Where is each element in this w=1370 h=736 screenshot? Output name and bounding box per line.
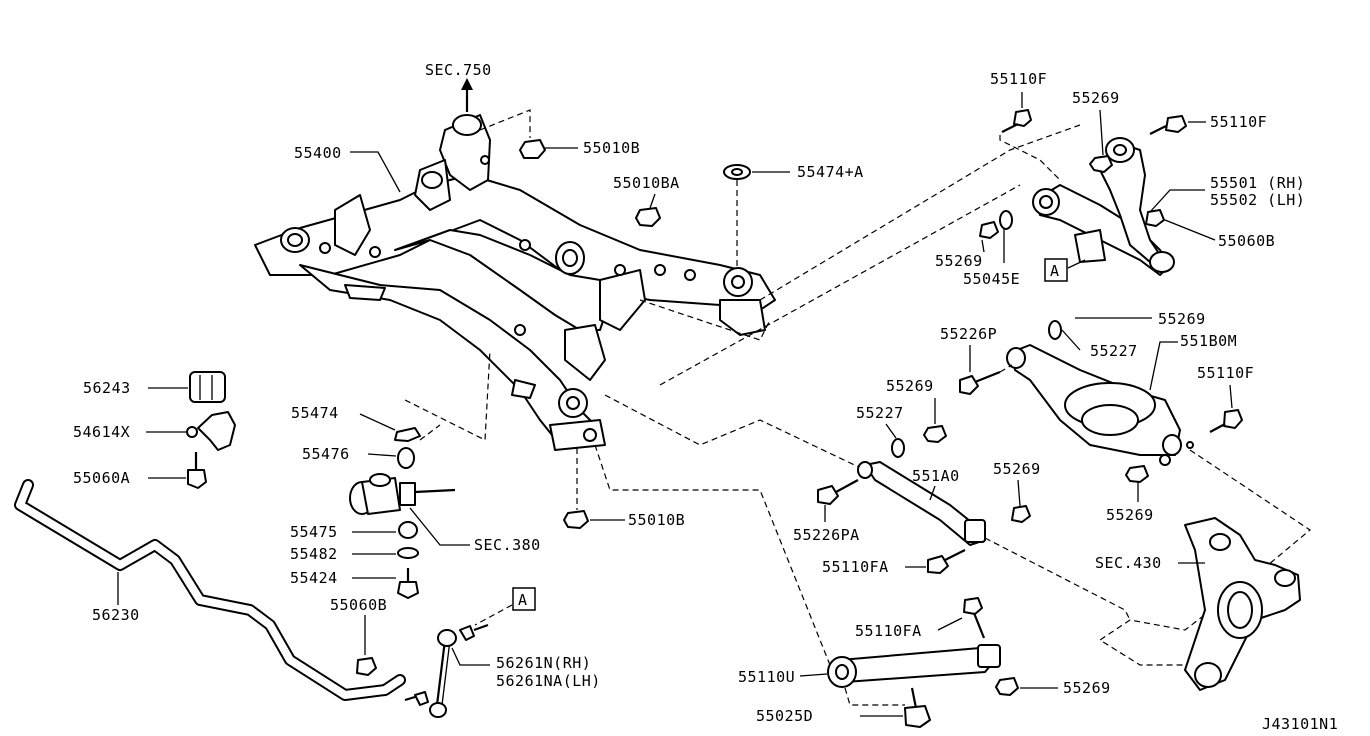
diagram-code: J43101N1 (1262, 715, 1338, 733)
label-sec750: SEC.750 (425, 61, 492, 79)
lower-arm-551b0m (1006, 344, 1194, 466)
washer-55227-1 (1048, 320, 1062, 340)
nut-55010b-bottom (563, 510, 589, 529)
label-55045e: 55045E (963, 270, 1020, 288)
bolt-55226pa (817, 479, 859, 505)
bushing-56243 (189, 371, 226, 403)
label-55110u: 55110U (738, 668, 795, 686)
label-55474a: 55474+A (797, 163, 864, 181)
knuckle-sec430 (1184, 517, 1301, 691)
label-55110f-1: 55110F (990, 70, 1047, 88)
label-56261na: 56261NA(LH) (496, 672, 601, 690)
bolt-55060a (187, 452, 207, 489)
bolt-55110fa-2 (963, 597, 986, 639)
nut-55060b-2 (356, 657, 377, 676)
label-55025d: 55025D (756, 707, 813, 725)
label-55502: 55502 (LH) (1210, 191, 1305, 209)
label-55269-2: 55269 (935, 252, 983, 270)
label-sec380: SEC.380 (474, 536, 541, 554)
upper-arm-part (1032, 137, 1175, 276)
label-551b0m: 551B0M (1180, 332, 1237, 350)
label-55010b-top: 55010B (583, 139, 640, 157)
bolt-55110f-1 (1001, 109, 1032, 133)
label-55226pa: 55226PA (793, 526, 860, 544)
bolt-55110fa-1 (927, 549, 966, 574)
label-551a0: 551A0 (912, 467, 960, 485)
label-55269-5: 55269 (886, 377, 934, 395)
stabilizer-link-56261n (404, 623, 489, 718)
bolt-55110f-3 (1209, 409, 1243, 433)
label-55269-3: 55269 (1158, 310, 1206, 328)
shock-mount (349, 473, 456, 515)
bolt-55110f-2 (1149, 115, 1187, 135)
label-55475: 55475 (290, 523, 338, 541)
label-55269-1: 55269 (1072, 89, 1120, 107)
nut-55060b-1 (1145, 209, 1165, 227)
label-55010b-bottom: 55010B (628, 511, 685, 529)
link-55110u (827, 644, 1001, 688)
bolt-55025d (904, 687, 931, 728)
label-box-a-1: A (1050, 262, 1060, 280)
nut-55010b-top (519, 139, 578, 159)
label-55227-2: 55227 (856, 404, 904, 422)
label-55110f-3: 55110F (1197, 364, 1254, 382)
bolt-55424 (397, 568, 419, 599)
clamp-54614x (186, 411, 236, 451)
nut-55010ba (635, 207, 661, 227)
nut-55269-4 (1125, 465, 1149, 483)
callout-box-a-2 (512, 587, 536, 611)
nut-55269-7 (995, 677, 1019, 696)
label-box-a-2: A (518, 591, 528, 609)
label-55501: 55501 (RH) (1210, 174, 1305, 192)
label-sec430: SEC.430 (1095, 554, 1162, 572)
nut-55269-1 (1089, 155, 1113, 173)
label-55110fa-1: 55110FA (822, 558, 889, 576)
callout-box-a-1 (1044, 258, 1068, 282)
label-54614x: 54614X (73, 423, 130, 441)
label-56230: 56230 (92, 606, 140, 624)
arm-551a0 (857, 461, 986, 546)
label-55060a: 55060A (73, 469, 130, 487)
washer-55474 (394, 427, 421, 442)
label-55010ba: 55010BA (613, 174, 680, 192)
bushing-55475 (398, 521, 418, 539)
label-55060b-1: 55060B (1218, 232, 1275, 250)
label-55482: 55482 (290, 545, 338, 563)
subframe-part (254, 114, 776, 451)
label-55269-7: 55269 (1063, 679, 1111, 697)
nut-55269-6 (1011, 505, 1031, 523)
label-55060b-2: 55060B (330, 596, 387, 614)
label-55424: 55424 (290, 569, 338, 587)
label-55110fa-2: 55110FA (855, 622, 922, 640)
label-55110f-2: 55110F (1210, 113, 1267, 131)
label-55474: 55474 (291, 404, 339, 422)
label-55476: 55476 (302, 445, 350, 463)
stabilizer-bar-56230 (14, 479, 406, 701)
label-55269-6: 55269 (993, 460, 1041, 478)
washer-55227-2 (891, 438, 905, 458)
bushing-55476 (397, 447, 415, 469)
label-56261n: 56261N(RH) (496, 654, 591, 672)
nut-55269-2 (979, 221, 999, 239)
label-55226p: 55226P (940, 325, 997, 343)
label-56243: 56243 (83, 379, 131, 397)
washer-55482 (397, 547, 419, 559)
label-55227-1: 55227 (1090, 342, 1138, 360)
label-55269-4: 55269 (1106, 506, 1154, 524)
bolt-55226p (959, 370, 1001, 395)
nut-55269-5 (923, 425, 947, 443)
label-55400: 55400 (294, 144, 342, 162)
washer-55045e (999, 210, 1013, 230)
